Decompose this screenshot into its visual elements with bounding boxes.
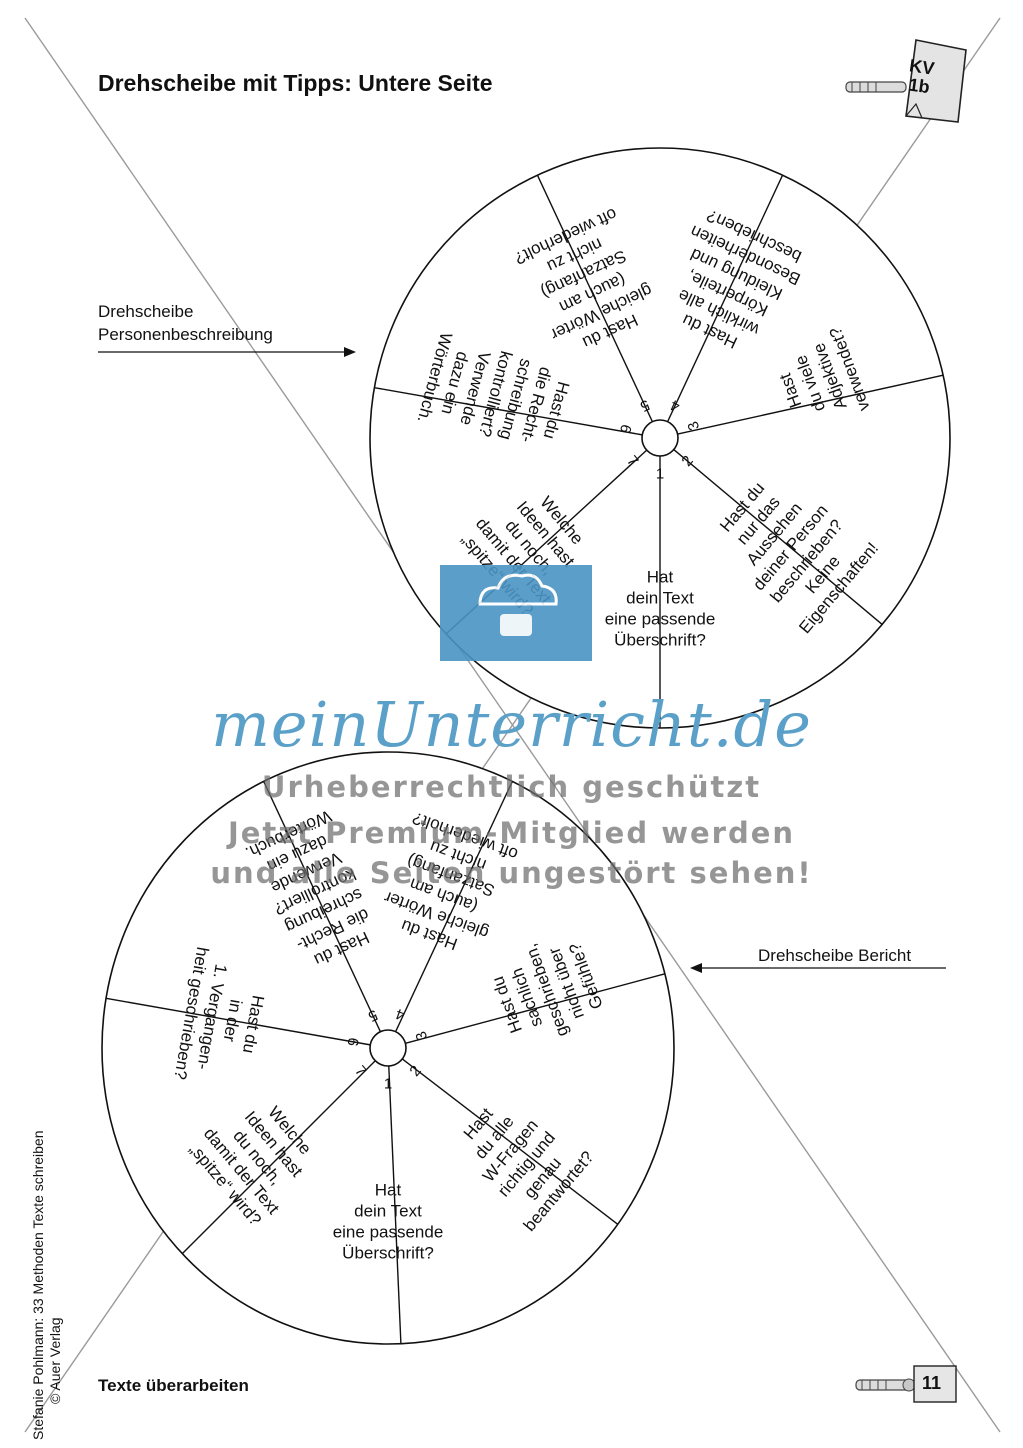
segment-divider — [388, 1065, 402, 1344]
segment-divider — [374, 386, 643, 436]
sidebar-publisher: © Auer Verlag — [47, 1317, 63, 1404]
key-icon — [845, 81, 907, 93]
segment-divider — [394, 781, 513, 1032]
wheel-hub — [641, 419, 679, 457]
wheel-hub — [369, 1029, 407, 1067]
page-title: Drehscheibe mit Tipps: Untere Seite — [98, 70, 493, 96]
label-personenbeschreibung: Drehscheibe Personenbeschreibung — [98, 300, 273, 346]
briefcase-cloud-icon — [440, 565, 592, 661]
segment-divider — [263, 781, 382, 1032]
segment-question-line: dein Text — [354, 1202, 422, 1221]
segment-divider — [105, 997, 371, 1046]
segment-question-line: Überschrift? — [614, 630, 706, 649]
label-bericht: Drehscheibe Bericht — [758, 946, 912, 965]
segment-question-line: eine passende — [333, 1223, 444, 1242]
segment-question-line: Hat — [375, 1181, 402, 1200]
segment-divider — [405, 973, 666, 1045]
segment-number: 6 — [343, 1036, 361, 1047]
watermark-line-2: Jetzt Premium-Mitglied werden — [227, 816, 796, 850]
kv-badge — [905, 39, 967, 123]
segment-divider — [536, 174, 654, 422]
segment-divider — [401, 1058, 619, 1225]
segment-divider — [666, 174, 784, 422]
segment-divider — [677, 374, 944, 435]
kv-badge-label: KV 1b — [905, 55, 935, 98]
segment-question-line: eine passende — [605, 609, 716, 628]
label-line-1: Drehscheibe — [98, 302, 194, 321]
segment-question-line: Überschrift? — [342, 1244, 434, 1263]
page-number: 11 — [922, 1373, 942, 1393]
segment-divider — [181, 1060, 376, 1255]
arrow-right-icon — [98, 347, 356, 357]
arrow-left-icon — [690, 963, 946, 973]
segment-number: 1 — [656, 466, 664, 483]
page-number-box — [913, 1365, 957, 1403]
segment-divider — [673, 449, 883, 625]
watermark-line-3: und alle Seiten ungestört sehen! — [210, 856, 813, 890]
footer-section-title: Texte überarbeiten — [98, 1376, 249, 1395]
watermark-brand: meinUnterricht.de — [211, 688, 812, 761]
label-line-2: Personenbeschreibung — [98, 325, 273, 344]
segment-number: 1 — [384, 1076, 392, 1093]
watermark-line-1: Urheberrechtlich geschützt — [261, 770, 762, 804]
kv-badge-line-2: 1b — [907, 74, 932, 98]
sidebar-author: Stefanie Pohlmann: 33 Methoden Texte sch… — [30, 1130, 46, 1440]
segment-question-line: Hat — [647, 567, 674, 586]
copyright-sidebar: Stefanie Pohlmann: 33 Methoden Texte sch… — [30, 1130, 64, 1440]
segment-question-line: dein Text — [626, 588, 694, 607]
key-icon — [855, 1378, 916, 1392]
